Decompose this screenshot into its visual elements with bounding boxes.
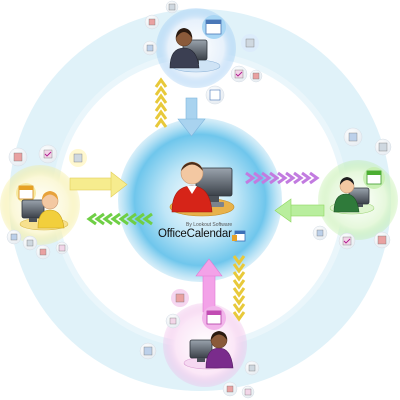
chevron-chain-center-to-right [245,171,320,185]
contacts-icon [373,231,391,249]
brand-name: OfficeCalendar [158,228,232,240]
arrow-bottom-to-center [195,258,223,313]
note-icon [165,0,179,14]
item-bubbles-bottom [139,289,260,399]
chevron-chain-center-to-bottom [232,255,246,322]
note-icon [69,149,87,167]
contacts-icon [35,244,51,260]
bottom-user [183,331,234,370]
left-user [19,191,69,231]
item-bubbles-top [142,0,263,105]
contacts-icon [144,14,160,30]
chevron-chain-center-to-left [86,212,153,226]
note-icon [244,360,260,376]
calendar-icon [139,342,157,360]
tasks-icon [165,313,181,329]
arrow-top-to-center [177,97,206,137]
tasks-icon [230,65,248,83]
contacts-icon [8,147,28,167]
calendar-icon [312,225,328,241]
calendar-icon [202,15,226,39]
calendar-icon [232,230,246,242]
note-icon [374,138,392,156]
contacts-icon [171,289,189,307]
calendar-icon [142,40,158,56]
calendar-icon [202,306,226,330]
arrow-left-to-center [69,171,128,198]
tasks-icon [38,144,58,164]
calendar-icon [363,167,385,189]
brand-byline: By Lookout Software [186,222,233,228]
contacts-icon [222,381,238,397]
note-icon [22,235,38,251]
top-user [169,28,221,73]
calendar-icon [6,229,22,245]
item-bubbles-left [6,144,87,260]
note-icon [241,34,259,52]
tasks-icon [241,385,255,399]
arrow-right-to-center [274,198,325,223]
chevron-chain-center-to-top [154,77,168,128]
center-user [169,161,235,217]
right-user [329,177,375,215]
calendar-icon [16,183,36,203]
brand-logo: By Lookout Software OfficeCalendar [158,222,258,246]
tasks-icon [338,232,356,250]
item-bubbles-right [312,127,392,250]
calendar-icon [343,127,363,147]
contacts-icon [249,69,263,83]
tasks-icon [55,241,69,255]
calendar-icon [205,85,225,105]
